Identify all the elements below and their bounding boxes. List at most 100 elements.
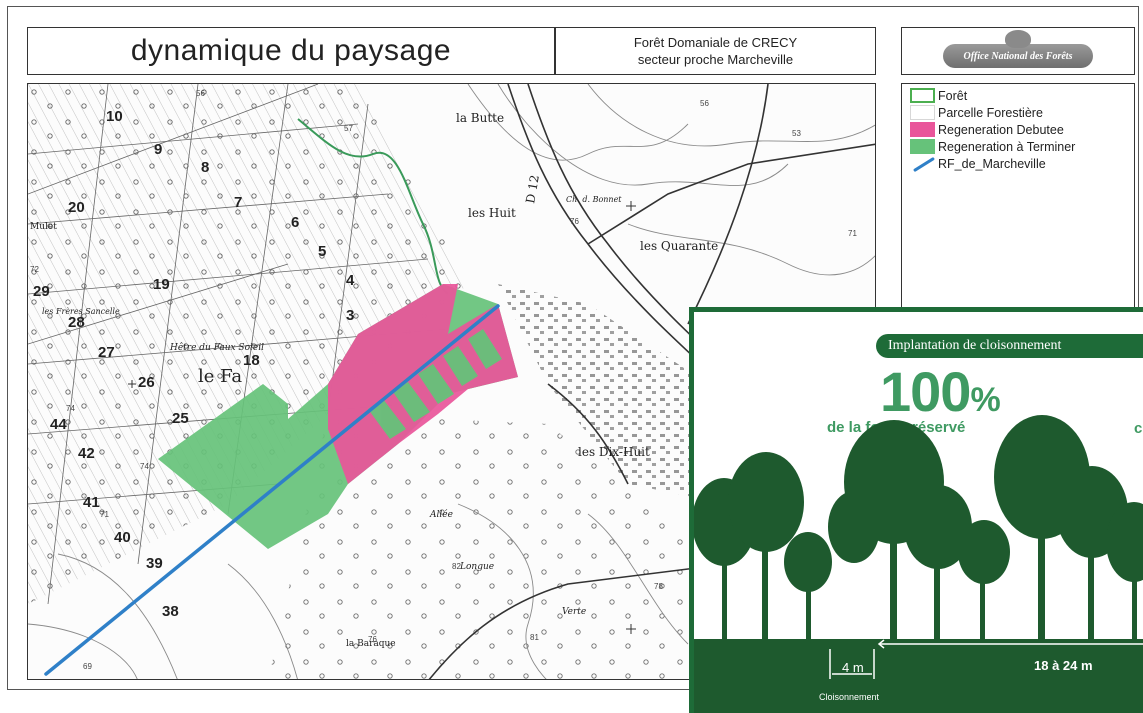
tree-silhouettes xyxy=(694,415,1143,642)
place-name: Ch. d. Bonnet xyxy=(566,195,622,204)
parcel-number: 44 xyxy=(50,416,67,433)
river xyxy=(297,118,449,295)
parcel-number: 41 xyxy=(83,494,100,511)
legend-swatch-regen-debutee xyxy=(910,122,935,137)
route-forestiere-marcheville xyxy=(44,304,500,676)
elevation-label: 74 xyxy=(140,462,149,471)
parcel-number: 42 xyxy=(78,445,95,462)
large-spacing-label: 18 à 24 m xyxy=(1034,658,1093,673)
infographic-banner-text: Implantation de cloisonnement xyxy=(888,338,1062,353)
forest-hatch-west xyxy=(28,84,468,604)
place-name: les Dix-Huit xyxy=(578,445,650,459)
place-name: Hêtre du Faux Soleil xyxy=(169,342,264,353)
legend-item-rf-marcheville: RF_de_Marcheville xyxy=(910,155,1134,172)
subtitle-line-2: secteur proche Marcheville xyxy=(637,52,794,67)
elevation-label: 53 xyxy=(792,129,801,138)
elevation-labels: 56 57 56 53 71 76 82 74 74 71 76 78 81 7… xyxy=(30,89,857,671)
place-name: Longue xyxy=(459,562,494,572)
place-name: la Butte xyxy=(456,111,504,125)
subtitle-box: Forêt Domaniale de CRECY secteur proche … xyxy=(555,27,876,75)
contour-lines xyxy=(28,84,875,679)
place-name: Mulet xyxy=(30,222,57,232)
small-spacing-label: 4 m xyxy=(842,660,864,675)
road-label: D 12 xyxy=(523,174,542,205)
place-name: le Fa xyxy=(198,366,242,387)
onf-logo: Office National des Forêts xyxy=(943,30,1093,68)
legend-label: Regeneration Debutee xyxy=(938,122,1064,137)
legend: Forêt Parcelle Forestière Regeneration D… xyxy=(901,83,1135,308)
elevation-label: 69 xyxy=(83,662,92,671)
parcel-number: 3 xyxy=(346,307,354,324)
place-name: les Frères Sancelle xyxy=(42,307,120,316)
legend-label: Parcelle Forestière xyxy=(938,105,1043,120)
legend-label: Regeneration à Terminer xyxy=(938,139,1076,154)
parcel-number: 39 xyxy=(146,555,163,572)
legend-swatch-parcelle xyxy=(910,105,935,120)
elevation-label: 72 xyxy=(30,265,39,274)
parcel-number: 6 xyxy=(291,214,299,231)
tree-icon xyxy=(1005,30,1031,48)
title-box: dynamique du paysage xyxy=(27,27,555,75)
legend-swatch-route-line xyxy=(910,156,935,171)
elevation-label: 74 xyxy=(66,404,75,413)
parcel-number: 29 xyxy=(33,283,50,300)
parcel-number: 40 xyxy=(114,529,131,546)
legend-item-regen-debutee: Regeneration Debutee xyxy=(910,121,1134,138)
elevation-label: 71 xyxy=(100,510,109,519)
parcel-number: 19 xyxy=(153,276,170,293)
legend-swatch-regen-terminer xyxy=(910,139,935,154)
elevation-label: 81 xyxy=(530,633,539,642)
parcel-number: 28 xyxy=(68,314,85,331)
parcel-number: 26 xyxy=(138,374,155,391)
parcel-number: 5 xyxy=(318,243,326,260)
legend-item-foret: Forêt xyxy=(910,87,1134,104)
infographic-trailing-text: c xyxy=(1134,420,1143,437)
parcel-number: 4 xyxy=(346,272,355,289)
village-marcheville xyxy=(498,284,728,504)
logo-box: Office National des Forêts xyxy=(901,27,1135,75)
cloisonnement-label: Cloisonnement xyxy=(819,692,880,702)
forest-area-south xyxy=(268,414,748,679)
legend-item-regen-terminer: Regeneration à Terminer xyxy=(910,138,1134,155)
parcel-number: 18 xyxy=(243,352,260,369)
elevation-label: 76 xyxy=(570,217,579,226)
parcel-labels: 10 9 8 20 7 6 5 19 29 28 4 3 27 18 26 25… xyxy=(33,108,355,620)
parcel-number: 7 xyxy=(234,194,242,211)
tree-row-illustration xyxy=(694,415,1143,679)
map-title: dynamique du paysage xyxy=(130,34,452,67)
subtitle-line-1: Forêt Domaniale de CRECY xyxy=(633,35,798,50)
elevation-label: 57 xyxy=(344,124,353,133)
regeneration-strips xyxy=(368,329,502,439)
place-name: la Baraque xyxy=(346,639,396,649)
infographic-banner: Implantation de cloisonnement xyxy=(876,334,1143,358)
parcel-number: 25 xyxy=(172,410,189,427)
parcel-number: 20 xyxy=(68,199,85,216)
elevation-label: 82 xyxy=(452,562,461,571)
legend-label: Forêt xyxy=(938,88,968,103)
legend-swatch-foret xyxy=(910,88,935,103)
legend-label: RF_de_Marcheville xyxy=(938,156,1046,171)
regeneration-started xyxy=(328,284,518,484)
parcel-number: 9 xyxy=(154,141,162,158)
infographic-percent: 100% xyxy=(880,364,1001,428)
place-name: Verte xyxy=(562,607,586,617)
elevation-label: 76 xyxy=(368,635,377,644)
survey-marks xyxy=(128,201,636,634)
elevation-label: 56 xyxy=(700,99,709,108)
cloisonnement-infographic: Implantation de cloisonnement 100% de la… xyxy=(689,307,1143,713)
elevation-label: 71 xyxy=(848,229,857,238)
parcel-number: 27 xyxy=(98,344,115,361)
percent-unit: % xyxy=(970,381,1000,419)
forest-floor xyxy=(694,639,1143,713)
parcel-number: 38 xyxy=(162,603,179,620)
logo-text: Office National des Forêts xyxy=(963,50,1073,62)
road-labels: D 12 xyxy=(523,174,542,205)
legend-item-parcelle: Parcelle Forestière xyxy=(910,104,1134,121)
place-name: les Huit xyxy=(468,206,516,220)
spacing-arrows xyxy=(829,639,1143,679)
parcel-number: 8 xyxy=(201,159,209,176)
percent-value: 100 xyxy=(880,360,971,423)
place-name: les Quarante xyxy=(640,239,718,253)
elevation-label: 78 xyxy=(654,582,663,591)
parcel-number: 10 xyxy=(106,108,123,125)
